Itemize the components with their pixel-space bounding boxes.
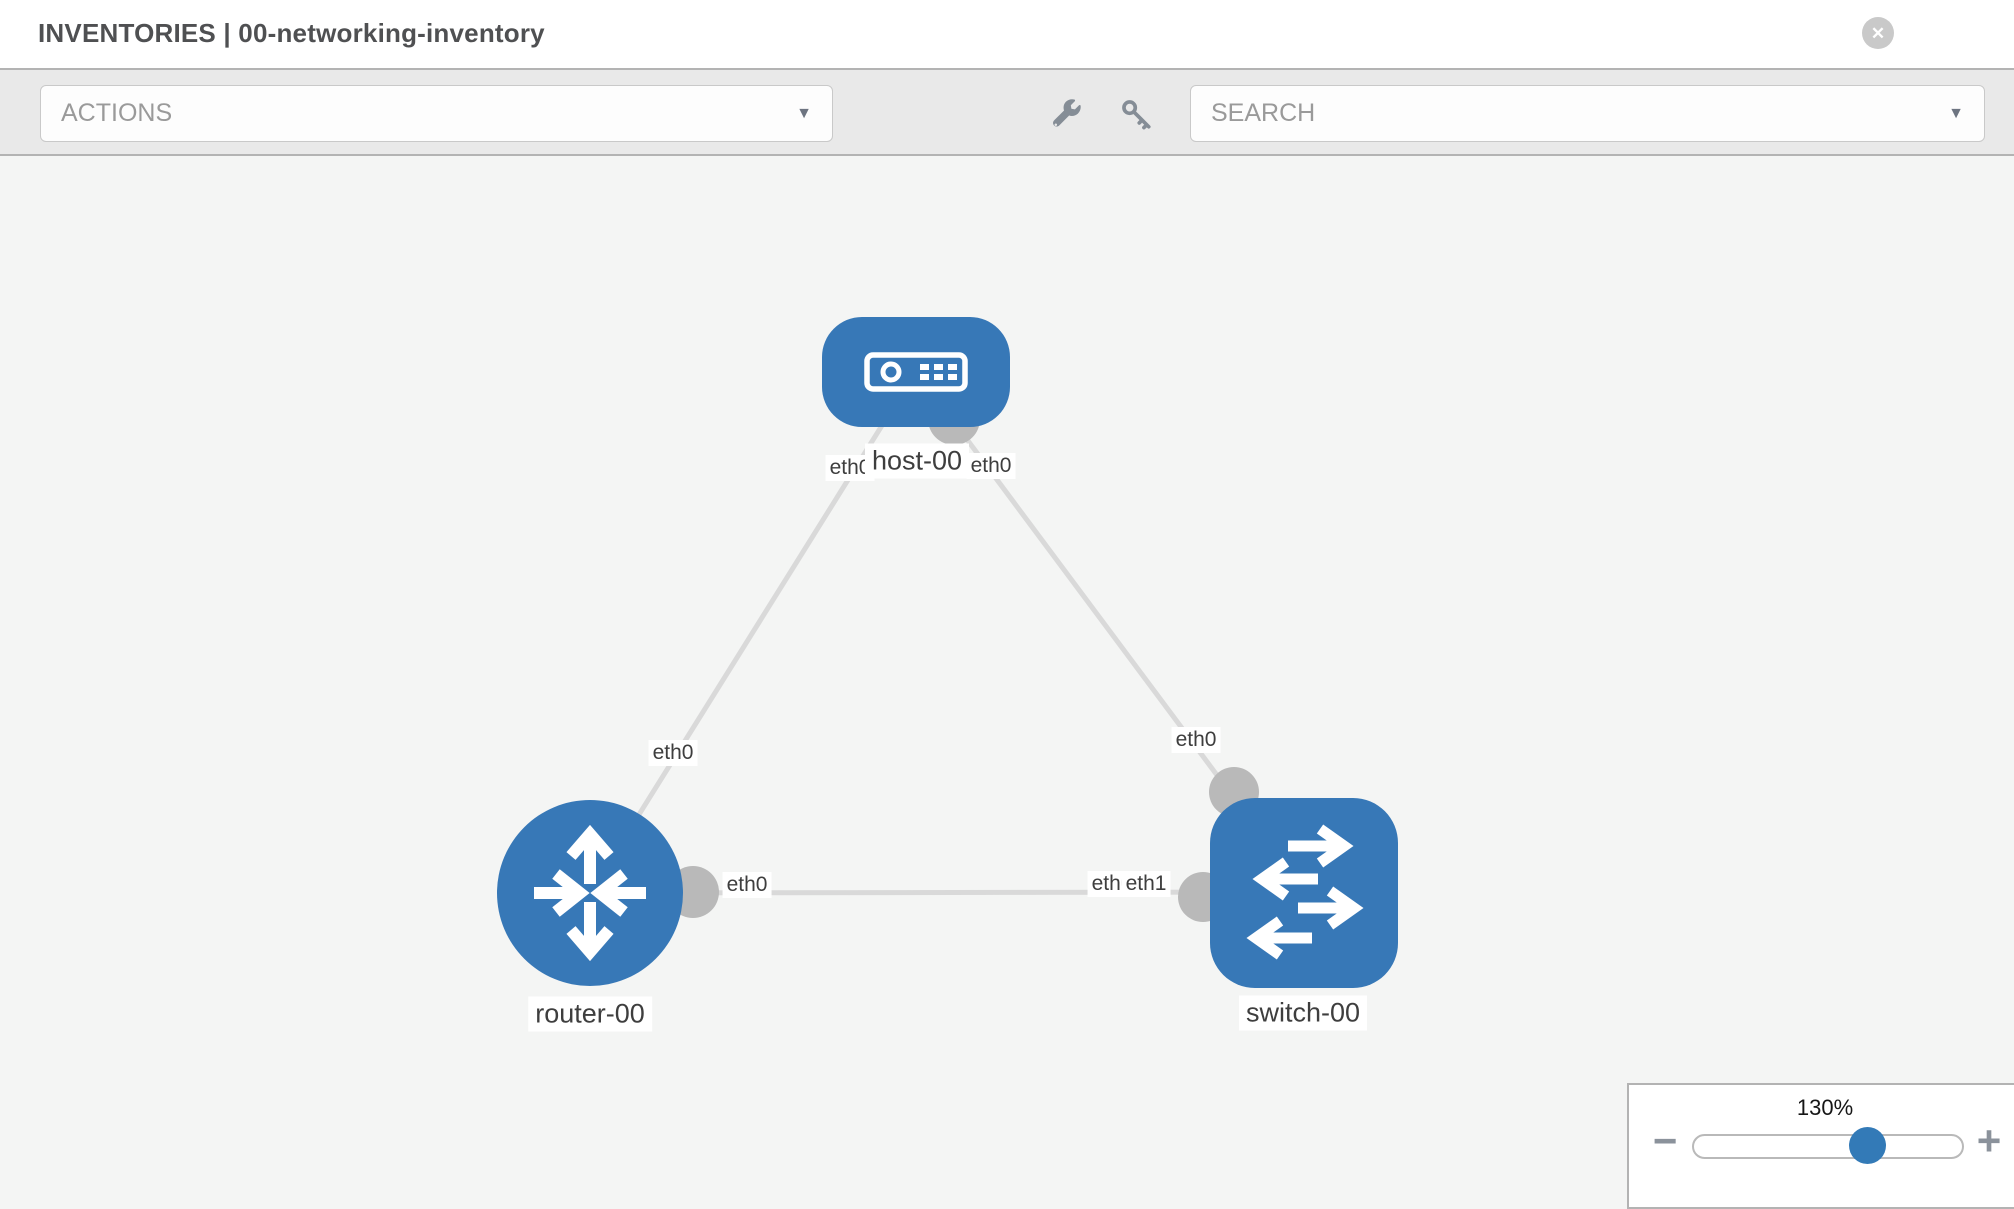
- close-button[interactable]: ✕: [1862, 17, 1894, 49]
- chevron-down-icon: ▼: [796, 104, 812, 122]
- router-node-shape[interactable]: [497, 800, 683, 986]
- node-label-router: router-00: [528, 996, 652, 1032]
- node-switch-00[interactable]: [1210, 798, 1398, 988]
- zoom-out-button[interactable]: −: [1652, 1117, 1678, 1164]
- search-label: SEARCH: [1211, 99, 1316, 127]
- close-icon: ✕: [1870, 23, 1886, 43]
- host-icon: [864, 352, 968, 392]
- node-label-host: host-00: [864, 443, 970, 479]
- actions-dropdown[interactable]: ACTIONS ▼: [40, 85, 833, 142]
- node-host-00[interactable]: [822, 317, 1010, 427]
- switch-icon: [1246, 824, 1364, 960]
- interface-label: eth0: [648, 740, 698, 766]
- router-icon: [534, 824, 646, 962]
- page-title: INVENTORIES | 00-networking-inventory: [38, 18, 545, 48]
- search-dropdown[interactable]: SEARCH ▼: [1190, 85, 1985, 142]
- tools-wrench-button[interactable]: [1047, 94, 1087, 134]
- wrench-icon: [1053, 99, 1081, 127]
- node-label-switch: switch-00: [1238, 995, 1368, 1031]
- zoom-slider[interactable]: [1692, 1127, 1964, 1164]
- interface-label: eth0: [966, 453, 1016, 479]
- zoom-in-button[interactable]: +: [1976, 1117, 2002, 1164]
- interface-label: eth0: [722, 872, 772, 898]
- host-node-shape[interactable]: [822, 317, 1010, 427]
- toolbar: ACTIONS ▼ SEARCH ▼: [0, 70, 2014, 156]
- actions-dropdown-label: ACTIONS: [61, 99, 173, 127]
- zoom-level: 130%: [1796, 1095, 1854, 1120]
- key-icon: [1122, 100, 1151, 130]
- credentials-key-button[interactable]: [1116, 94, 1156, 134]
- interface-label: eth0: [1171, 727, 1221, 753]
- zoom-slider-thumb[interactable]: [1849, 1127, 1886, 1164]
- chevron-down-icon: ▼: [1948, 104, 1964, 122]
- interface-label: eth1: [1121, 871, 1171, 897]
- panel-header: INVENTORIES | 00-networking-inventory ✕: [0, 0, 2014, 70]
- switch-node-shape[interactable]: [1210, 798, 1398, 988]
- node-router-00[interactable]: [497, 800, 683, 986]
- zoom-panel: 130% − +: [1627, 1083, 2014, 1209]
